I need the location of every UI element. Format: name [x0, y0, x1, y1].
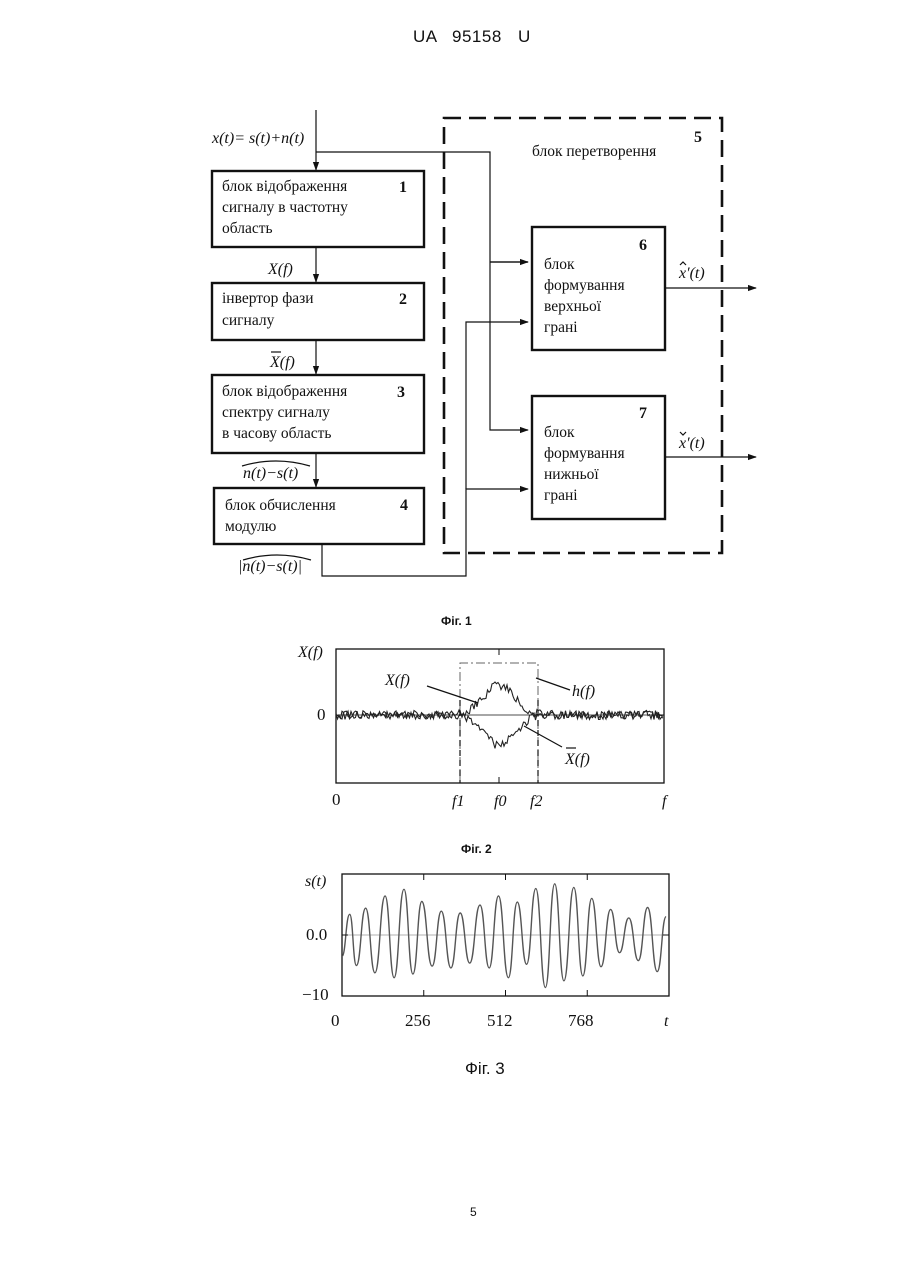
block-5-number: 5 [694, 129, 702, 146]
block-4-number: 4 [400, 497, 408, 514]
upper-output-label: x′(t) [678, 265, 705, 282]
block-4-line-1: блок обчислення [225, 497, 336, 514]
noise-difference-label: n(t)−s(t) [243, 465, 298, 482]
figure-2-y-tick-zero: 0 [317, 705, 326, 724]
patent-number: 95158 [452, 27, 502, 46]
inverted-curve-label: X(f) [564, 751, 590, 768]
figure-2-caption: Фіг. 2 [461, 842, 492, 856]
block-2-number: 2 [399, 291, 407, 308]
figure-3-signal-chart: s(t) 0.0 −10 0 256 512 768 t Фіг. 3 [302, 873, 669, 1078]
block-7-line-2: формування [544, 445, 625, 462]
figure-2-y-axis-label: X(f) [297, 644, 323, 661]
figure-2-x-tick-f2: f2 [530, 793, 542, 810]
block-5-transformation-container [444, 118, 722, 553]
figure-1-caption: Фіг. 1 [441, 614, 472, 628]
block-6-line-4: грані [544, 319, 578, 336]
block-2-line-1: інвертор фази [222, 290, 314, 307]
modulus-signal-label: |n(t)−s(t)| [238, 558, 302, 575]
signal-series-line [342, 884, 666, 988]
block-3-number: 3 [397, 384, 405, 401]
block-1-line-3: область [222, 220, 273, 237]
block-7-line-4: грані [544, 487, 578, 504]
block-3-line-1: блок відображення [222, 383, 347, 400]
figure-3-x-tick-0: 0 [331, 1011, 340, 1030]
figure-3-caption: Фіг. 3 [465, 1059, 505, 1078]
spectrum-curve-label: X(f) [384, 672, 410, 689]
figure-2-x-tick-f: f [662, 793, 669, 810]
page-number: 5 [470, 1205, 477, 1219]
figure-2-x-tick-f1: f1 [452, 793, 464, 810]
patent-kind-code: U [518, 27, 531, 46]
block-3-line-2: спектру сигналу [222, 404, 330, 421]
block-7-line-3: нижньої [544, 466, 599, 483]
block-6-number: 6 [639, 237, 647, 254]
block-6-line-2: формування [544, 277, 625, 294]
figure-3-x-tick-512: 512 [487, 1011, 513, 1030]
figure-3-y-axis-label: s(t) [305, 873, 326, 890]
block-5-label: блок перетворення [532, 143, 656, 160]
block-6-line-1: блок [544, 256, 575, 273]
figure-2-spectrum: X(f) 0 X(f) h(f) X(f) 0 f1 f0 f2 f Фіг. … [297, 644, 669, 856]
figure-3-x-tick-768: 768 [568, 1011, 594, 1030]
block-1-line-1: блок відображення [222, 178, 347, 195]
figure-3-x-axis-label: t [664, 1013, 669, 1030]
figure-3-y-tick-zero: 0.0 [306, 925, 327, 944]
patent-office-code: UA [413, 27, 438, 46]
block-3-line-3: в часову область [222, 425, 332, 442]
figure-2-x-tick-f0: f0 [494, 793, 506, 810]
figure-3-x-tick-256: 256 [405, 1011, 431, 1030]
spectrum-signal-label: X(f) [267, 261, 293, 278]
lower-output-label: x′(t) [678, 435, 705, 452]
block-6-line-3: верхньої [544, 298, 602, 315]
input-signal-label: x(t)= s(t)+n(t) [211, 130, 304, 147]
block-4-line-2: модулю [225, 518, 276, 535]
figure-2-x-tick-0: 0 [332, 790, 341, 809]
figure-3-y-tick-minus-10: −10 [302, 985, 329, 1004]
figure-1-block-diagram: x(t)= s(t)+n(t) блок відображення сигнал… [211, 110, 756, 628]
block-7-line-1: блок [544, 424, 575, 441]
block-1-number: 1 [399, 179, 407, 196]
window-curve-label: h(f) [572, 683, 595, 700]
block-1-line-2: сигналу в частотну [222, 199, 348, 216]
block-7-number: 7 [639, 405, 647, 422]
inverted-spectrum-label: X(f) [269, 354, 295, 371]
block-2-line-2: сигналу [222, 312, 275, 329]
